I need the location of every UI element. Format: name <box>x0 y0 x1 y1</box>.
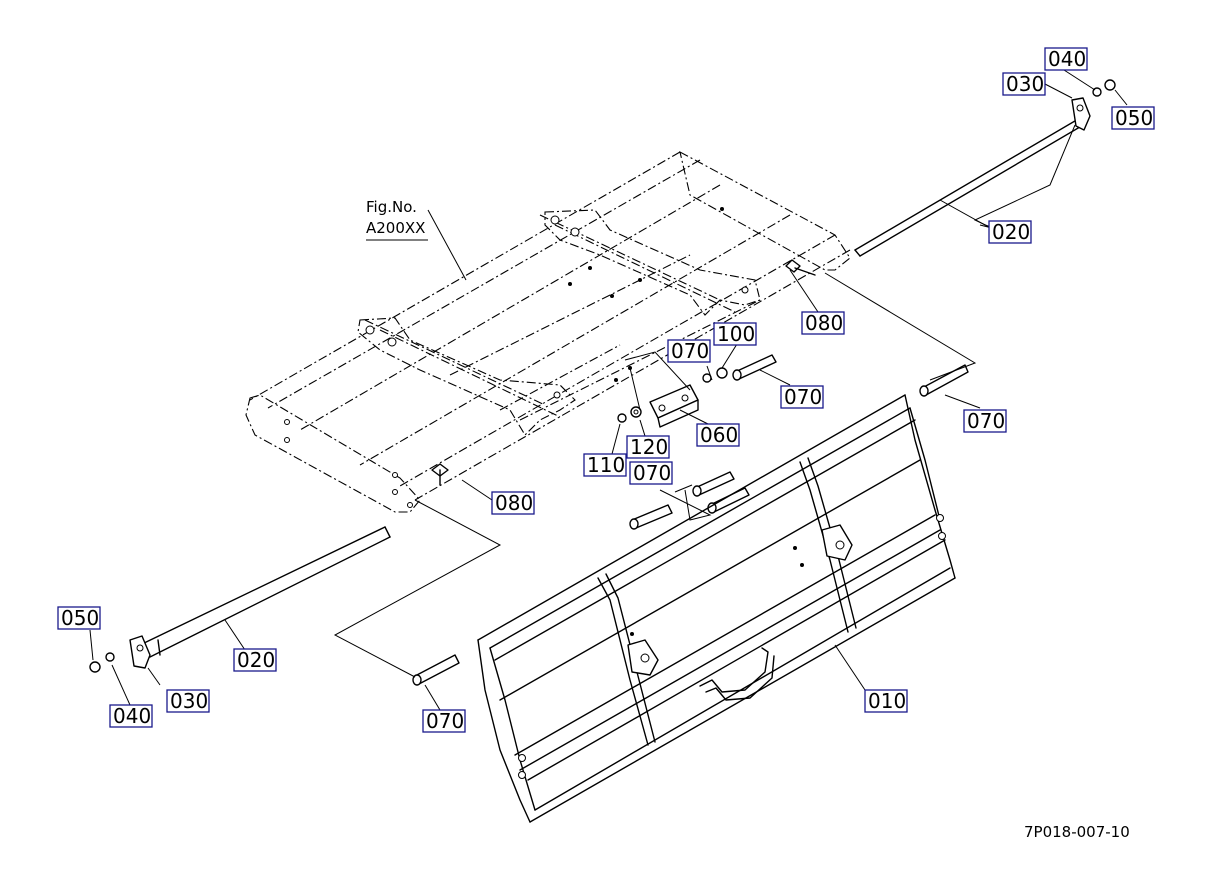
callout-030-left-label: 030 <box>170 689 208 713</box>
callout-040-left-label: 040 <box>113 704 151 728</box>
figure-reference: Fig.No. A200XX <box>366 198 425 237</box>
nut-050-left <box>89 661 101 673</box>
callout-020-left-label: 020 <box>237 648 275 672</box>
nut-100 <box>716 367 728 379</box>
pin-070-far-right <box>919 364 969 397</box>
callout-070-b-label: 070 <box>784 385 822 409</box>
rod-020-top <box>854 117 1086 257</box>
pin-070-center-pair <box>629 471 750 530</box>
frame-assembly-outline <box>245 150 851 513</box>
figure-ref-line1: Fig.No. <box>366 198 417 216</box>
callout-020-left[interactable]: 020 <box>233 648 277 672</box>
rod-020-left <box>139 526 391 658</box>
callout-060-label: 060 <box>700 423 738 447</box>
pin-070-bottom-left <box>412 654 460 686</box>
callout-040-top-label: 040 <box>1048 47 1086 71</box>
callout-060[interactable]: 060 <box>696 423 740 447</box>
callout-100-label: 100 <box>717 322 755 346</box>
callout-050-top-label: 050 <box>1115 106 1153 130</box>
callout-050-left[interactable]: 050 <box>57 606 101 630</box>
callout-050-top[interactable]: 050 <box>1111 106 1155 130</box>
assembly-guide-lines <box>624 351 691 411</box>
callout-050-left-label: 050 <box>61 606 99 630</box>
callout-020-top[interactable]: 020 <box>988 220 1032 244</box>
pin-070-mid-right <box>732 354 777 381</box>
bucket-010 <box>477 394 956 823</box>
callout-080-right[interactable]: 080 <box>801 311 845 335</box>
bolt-110 <box>617 413 627 423</box>
callout-040-top[interactable]: 040 <box>1044 47 1088 71</box>
callout-100[interactable]: 100 <box>713 322 757 346</box>
callout-070-e-label: 070 <box>426 709 464 733</box>
washer-120-hole <box>633 409 639 415</box>
callout-070-d-label: 070 <box>633 461 671 485</box>
washer-040-left <box>105 652 115 662</box>
callout-120[interactable]: 120 <box>626 435 670 459</box>
callout-030-top-label: 030 <box>1006 72 1044 96</box>
pin-080-right <box>785 259 816 276</box>
nut-050-top <box>1104 79 1116 91</box>
callout-120-label: 120 <box>630 435 668 459</box>
pin-080-left <box>431 463 449 486</box>
callout-040-left[interactable]: 040 <box>109 704 153 728</box>
callout-020-top-label: 020 <box>992 220 1030 244</box>
callout-070-c-label: 070 <box>967 409 1005 433</box>
callout-010[interactable]: 010 <box>864 689 908 713</box>
callout-010-label: 010 <box>868 689 906 713</box>
callout-110-label: 110 <box>587 453 625 477</box>
callout-070-a-label: 070 <box>671 339 709 363</box>
bracket-030-top <box>1071 97 1091 131</box>
callout-070-a[interactable]: 070 <box>667 339 711 363</box>
bracket-030-left <box>129 635 151 669</box>
callout-080-left-label: 080 <box>495 491 533 515</box>
callout-110[interactable]: 110 <box>583 453 627 477</box>
callout-070-c[interactable]: 070 <box>963 409 1007 433</box>
hinge-block-060 <box>649 384 699 428</box>
leader-lines <box>89 69 1128 711</box>
callout-080-left[interactable]: 080 <box>491 491 535 515</box>
callout-070-e[interactable]: 070 <box>422 709 466 733</box>
callout-070-b[interactable]: 070 <box>780 385 824 409</box>
callout-070-d[interactable]: 070 <box>629 461 673 485</box>
callout-030-left[interactable]: 030 <box>166 689 210 713</box>
callout-030-top[interactable]: 030 <box>1002 72 1046 96</box>
callout-080-right-label: 080 <box>805 311 843 335</box>
drawing-code: 7P018-007-10 <box>1024 823 1130 841</box>
figure-ref-line2: A200XX <box>366 219 425 237</box>
